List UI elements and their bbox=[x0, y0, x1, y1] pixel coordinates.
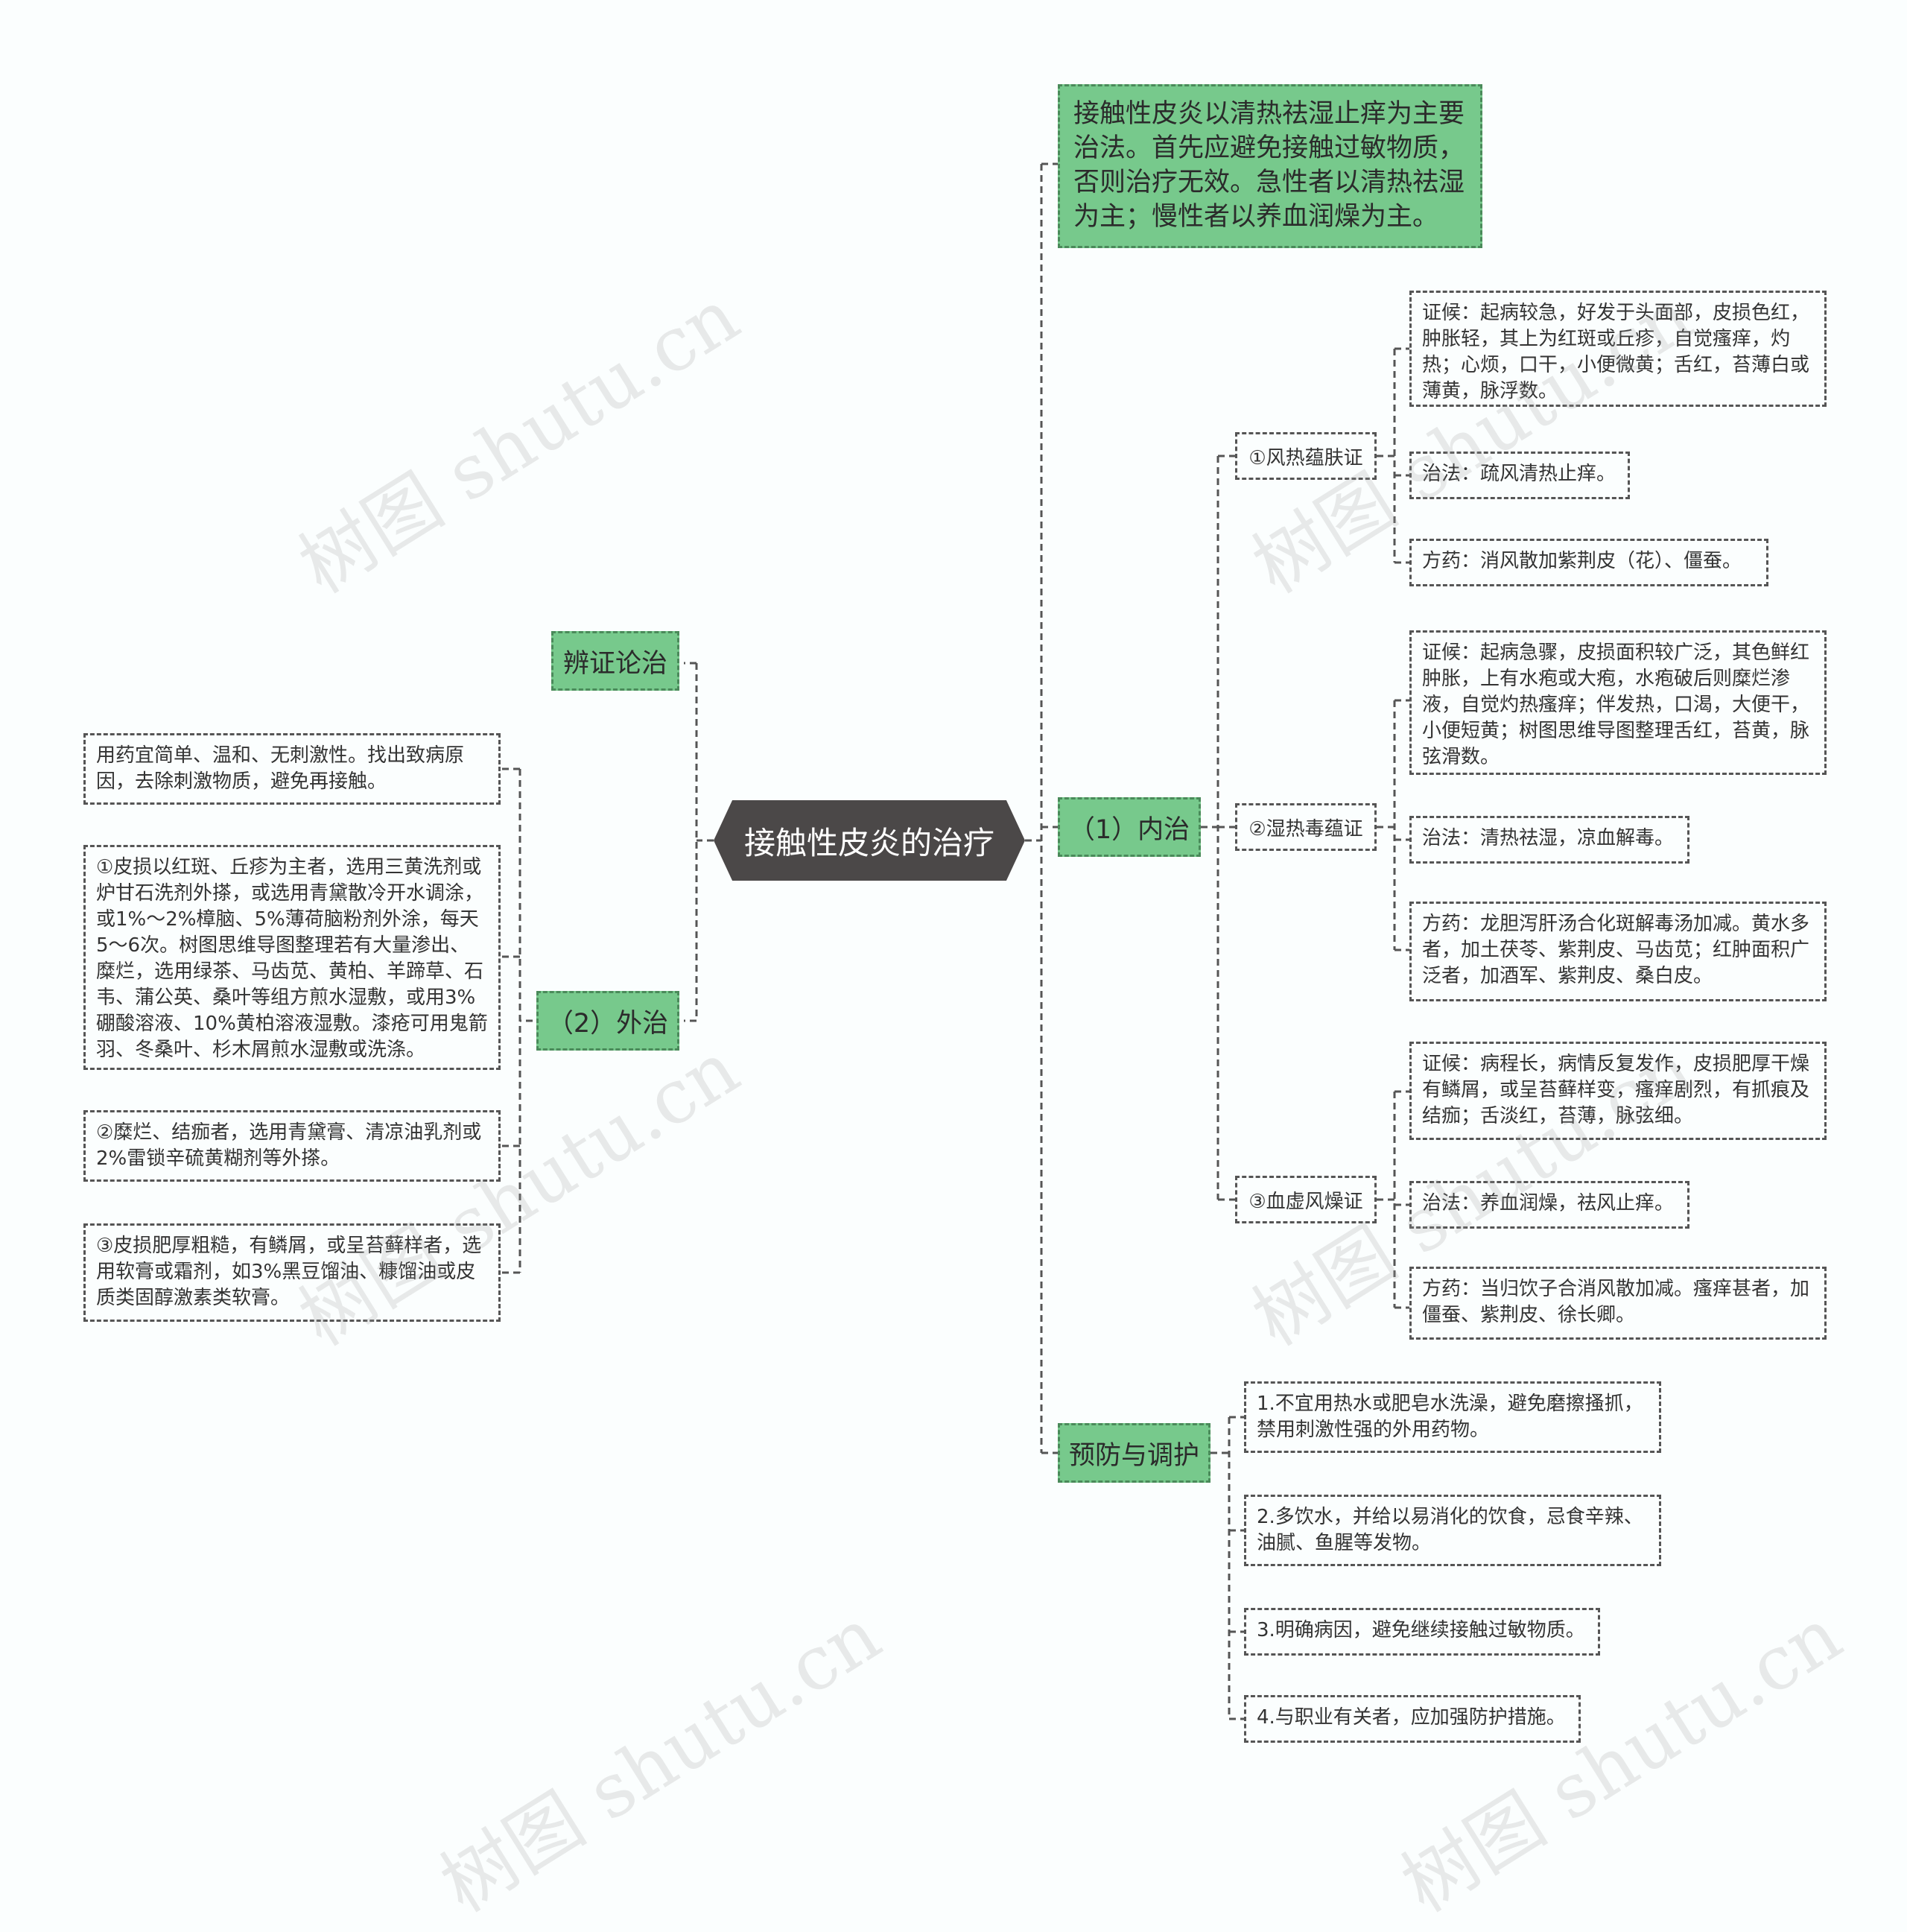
fengre-zhenghou[interactable]: 证候：起病较急，好发于头面部，皮损色红，肿胀轻，其上为红斑或丘疹，自觉瘙痒，灼热… bbox=[1409, 291, 1827, 407]
fengre-zhifa[interactable]: 治法：疏风清热止痒。 bbox=[1409, 452, 1630, 499]
group-fengre[interactable]: ①风热蕴肤证 bbox=[1235, 432, 1377, 480]
shire-zhifa[interactable]: 治法：清热祛湿，凉血解毒。 bbox=[1409, 816, 1689, 864]
shire-zhenghou[interactable]: 证候：起病急骤，皮损面积较广泛，其色鲜红肿胀，上有水疱或大疱，水疱破后则糜烂渗液… bbox=[1409, 630, 1827, 775]
yufang-item-3[interactable]: 3.明确病因，避免继续接触过敏物质。 bbox=[1244, 1608, 1600, 1656]
root-node[interactable]: 接触性皮炎的治疗 bbox=[714, 800, 1025, 881]
xuexu-zhifa[interactable]: 治法：养血润燥，祛风止痒。 bbox=[1409, 1181, 1689, 1229]
xuexu-zhenghou[interactable]: 证候：病程长，病情反复发作，皮损肥厚干燥有鳞屑，或呈苔藓样变，瘙痒剧烈，有抓痕及… bbox=[1409, 1042, 1827, 1140]
waizhi-node[interactable]: （2）外治 bbox=[536, 991, 679, 1051]
waizhi-item-1[interactable]: ①皮损以红斑、丘疹为主者，选用三黄洗剂或炉甘石洗剂外搽，或选用青黛散冷开水调涂，… bbox=[83, 845, 501, 1070]
xuexu-fangyao[interactable]: 方药：当归饮子合消风散加减。瘙痒甚者，加僵蚕、紫荆皮、徐长卿。 bbox=[1409, 1267, 1827, 1340]
group-xuexu[interactable]: ③血虚风燥证 bbox=[1235, 1176, 1377, 1223]
yufang-node[interactable]: 预防与调护 bbox=[1058, 1423, 1210, 1483]
neizhi-node[interactable]: （1）内治 bbox=[1058, 797, 1201, 857]
waizhi-item-3[interactable]: ③皮损肥厚粗糙，有鳞屑，或呈苔藓样者，选用软膏或霜剂，如3%黑豆馏油、糠馏油或皮… bbox=[83, 1223, 501, 1322]
yufang-item-1[interactable]: 1.不宜用热水或肥皂水洗澡，避免磨擦搔抓，禁用刺激性强的外用药物。 bbox=[1244, 1381, 1661, 1453]
connector-lines bbox=[501, 162, 1409, 1720]
group-shire[interactable]: ②湿热毒蕴证 bbox=[1235, 803, 1377, 851]
waizhi-item-principle[interactable]: 用药宜简单、温和、无刺激性。找出致病原因，去除刺激物质，避免再接触。 bbox=[83, 733, 501, 805]
waizhi-item-2[interactable]: ②糜烂、结痂者，选用青黛膏、清凉油乳剂或2%雷锁辛硫黄糊剂等外搽。 bbox=[83, 1110, 501, 1182]
yufang-item-2[interactable]: 2.多饮水，并给以易消化的饮食，忌食辛辣、油腻、鱼腥等发物。 bbox=[1244, 1495, 1661, 1566]
yufang-item-4[interactable]: 4.与职业有关者，应加强防护措施。 bbox=[1244, 1695, 1581, 1743]
fengre-fangyao[interactable]: 方药：消风散加紫荆皮（花）、僵蚕。 bbox=[1409, 539, 1768, 586]
bianzheng-node[interactable]: 辨证论治 bbox=[551, 631, 679, 691]
summary-node[interactable]: 接触性皮炎以清热祛湿止痒为主要治法。首先应避免接触过敏物质，否则治疗无效。急性者… bbox=[1058, 84, 1482, 248]
shire-fangyao[interactable]: 方药：龙胆泻肝汤合化斑解毒汤加减。黄水多者，加土茯苓、紫荆皮、马齿苋；红肿面积广… bbox=[1409, 902, 1827, 1001]
